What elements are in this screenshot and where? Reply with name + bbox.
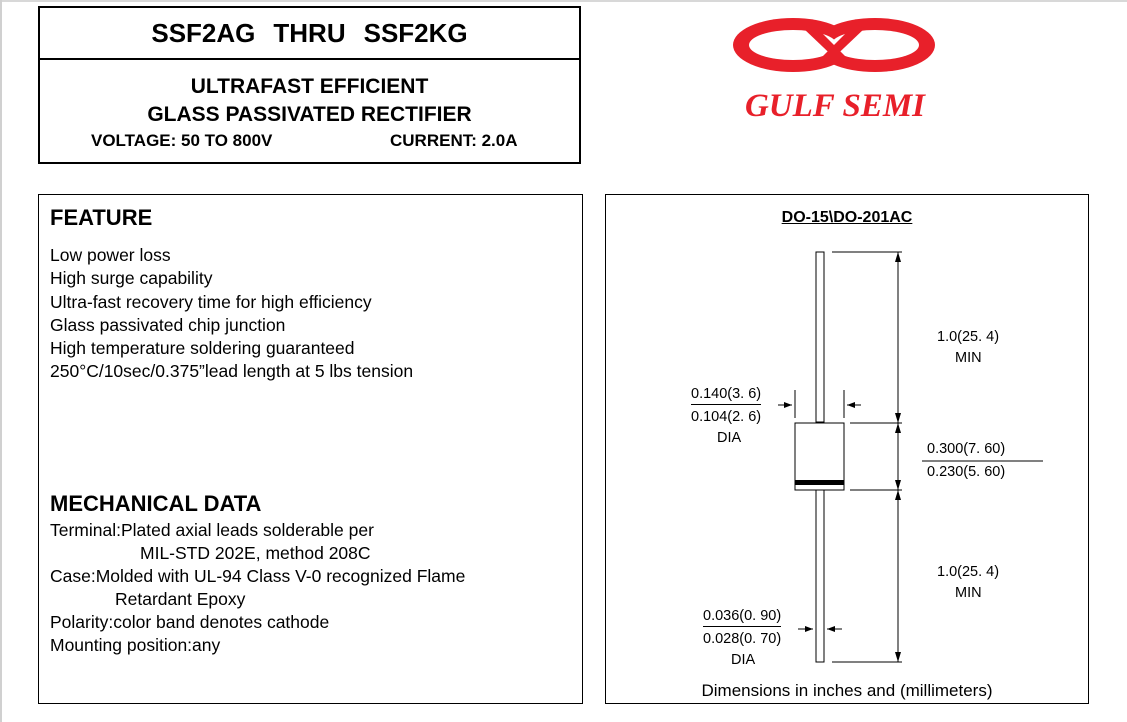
package-title: DO-15\DO-201AC bbox=[781, 209, 913, 226]
lead-dia-max: 0.036(0. 90) bbox=[703, 608, 782, 627]
part-range-title: SSF2AG THRU SSF2KG bbox=[40, 8, 579, 60]
body-dia-min: 0.104(2. 6) bbox=[691, 409, 762, 425]
part-from: SSF2AG bbox=[151, 17, 256, 48]
terminal-spec: Terminal:Plated axial leads solderable p… bbox=[50, 520, 374, 540]
body-length-min: 0.230(5. 60) bbox=[927, 464, 1006, 480]
top-rule bbox=[0, 0, 1127, 2]
part-to: SSF2KG bbox=[363, 17, 468, 48]
cathode-band bbox=[795, 480, 844, 485]
subtitle-line2: GLASS PASSIVATED RECTIFIER bbox=[147, 103, 472, 126]
gulf-semi-logo: GULF SEMI bbox=[715, 10, 955, 125]
polarity-spec: Polarity:color band denotes cathode bbox=[50, 612, 330, 632]
bottom-lead-length: 1.0(25. 4) bbox=[937, 564, 1000, 580]
body-dia-max: 0.140(3. 6) bbox=[691, 386, 762, 405]
top-lead-length-unit: MIN bbox=[955, 350, 982, 366]
case-spec-cont: Retardant Epoxy bbox=[115, 589, 246, 609]
feature-heading: FEATURE bbox=[50, 205, 153, 230]
terminal-spec-cont: MIL-STD 202E, method 208C bbox=[140, 543, 371, 563]
logo-mark-icon: GULF SEMI bbox=[733, 18, 935, 124]
diode-body bbox=[794, 422, 845, 491]
body-dia-unit: DIA bbox=[717, 430, 742, 446]
feature-item: Ultra-fast recovery time for high effici… bbox=[50, 291, 372, 312]
dimensions-note: Dimensions in inches and (millimeters) bbox=[701, 681, 993, 700]
body-length-max: 0.300(7. 60) bbox=[927, 441, 1006, 457]
feature-item: 250°C/10sec/0.375”lead length at 5 lbs t… bbox=[50, 361, 414, 382]
feature-item: Glass passivated chip junction bbox=[50, 314, 286, 335]
feature-item: High surge capability bbox=[50, 268, 213, 289]
top-lead bbox=[815, 251, 825, 423]
feature-panel: FEATURE Low power loss High surge capabi… bbox=[38, 194, 583, 704]
top-lead-length: 1.0(25. 4) bbox=[937, 329, 1000, 345]
voltage-rating: VOLTAGE: 50 TO 800V bbox=[91, 131, 273, 150]
mounting-spec: Mounting position:any bbox=[50, 635, 221, 655]
thru-label: THRU bbox=[273, 17, 346, 48]
package-panel: DO-15\DO-201AC bbox=[605, 194, 1089, 704]
left-rule bbox=[0, 0, 2, 722]
feature-item: Low power loss bbox=[50, 245, 171, 265]
mechanical-heading: MECHANICAL DATA bbox=[50, 491, 262, 516]
case-spec: Case:Molded with UL-94 Class V-0 recogni… bbox=[50, 566, 466, 586]
bottom-lead bbox=[815, 489, 825, 663]
logo-text: GULF SEMI bbox=[745, 88, 926, 124]
subtitle-line1: ULTRAFAST EFFICIENT bbox=[190, 75, 429, 98]
feature-item: High temperature soldering guaranteed bbox=[50, 338, 355, 359]
title-box: SSF2AG THRU SSF2KG ULTRAFAST EFFICIENT G… bbox=[38, 6, 581, 164]
lead-dia-min: 0.028(0. 70) bbox=[703, 631, 782, 647]
bottom-lead-length-unit: MIN bbox=[955, 585, 982, 601]
current-rating: CURRENT: 2.0A bbox=[390, 131, 518, 150]
package-outline-drawing bbox=[778, 251, 1043, 663]
feature-list: Low power loss High surge capability Ult… bbox=[50, 244, 413, 384]
lead-dia-unit: DIA bbox=[731, 652, 756, 668]
mechanical-list: Terminal:Plated axial leads solderable p… bbox=[50, 519, 465, 657]
